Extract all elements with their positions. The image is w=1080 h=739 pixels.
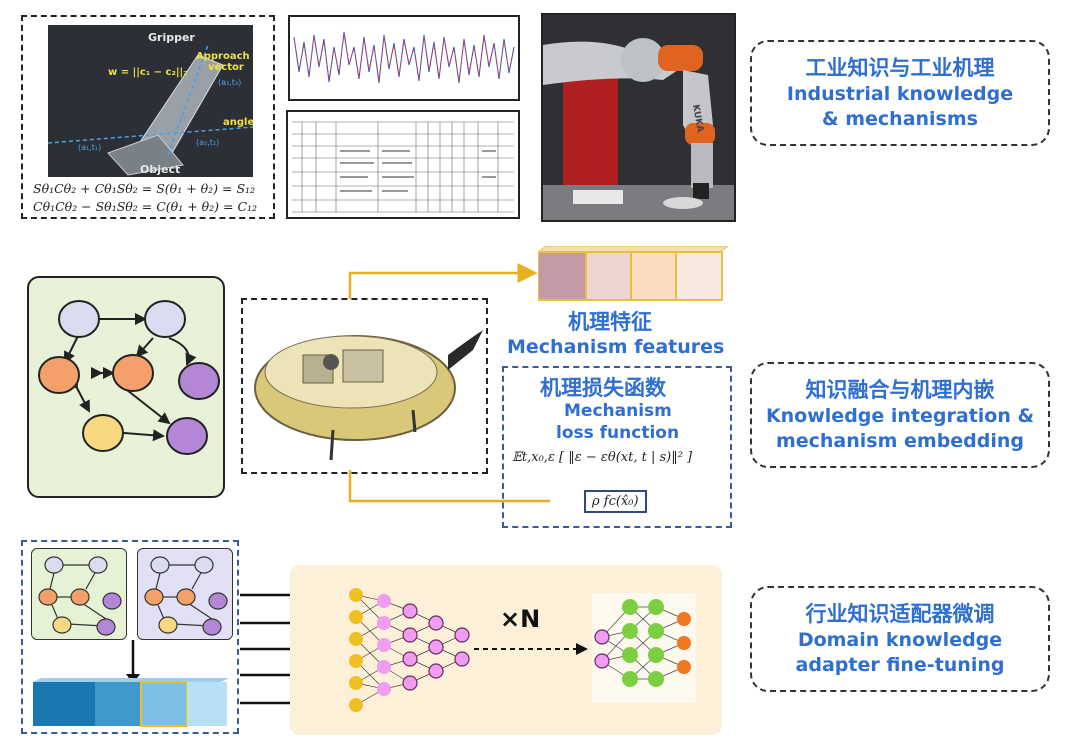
knowledge-integration-label: 知识融合与机理内嵌 Knowledge integration & mechan… [750, 362, 1050, 468]
w-label: w = ||c₁ − c₂||₂ [108, 67, 188, 78]
adapter-input-panel [21, 540, 239, 734]
loss-function-en-1: Mechanism [564, 401, 672, 421]
submarine-model-panel [241, 298, 488, 474]
industrial-knowledge-label: 工业知识与工业机理 Industrial knowledge & mechani… [750, 40, 1050, 146]
axis-label-3: (a₃,t₃) [218, 78, 241, 87]
knowledge-integration-en-1: Knowledge integration & [765, 405, 1035, 427]
time-series-sketch [293, 31, 515, 84]
finetune-network-panel: ×N [290, 565, 722, 735]
axis-label-2: (a₂,t₂) [196, 138, 219, 147]
loss-function-en-2: loss function [556, 423, 680, 443]
knowledge-integration-zh: 知识融合与机理内嵌 [805, 378, 995, 402]
vector-label: vector [208, 62, 244, 73]
mechanism-features-zh: 机理特征 [568, 310, 652, 334]
loss-function-zh: 机理损失函数 [540, 376, 666, 400]
graph-node-7 [166, 417, 208, 455]
graph-node-3 [38, 356, 80, 394]
feature-block-1 [538, 251, 587, 301]
industrial-knowledge-zh: 工业知识与工业机理 [805, 56, 995, 80]
neural-network-diagram: ×N [349, 588, 696, 712]
graph-node-1 [58, 300, 100, 338]
axis-label-1: (a₁,t₁) [78, 143, 101, 152]
graph-node-5 [178, 362, 220, 400]
feature-block-3 [630, 251, 677, 301]
graph-node-2 [144, 300, 186, 338]
adapter-finetune-en-1: Domain knowledge [797, 629, 1003, 651]
loss-function-box: 机理损失函数 Mechanism loss function 𝔼t,x₀,ε [… [502, 366, 732, 528]
submarine-sketch [254, 330, 483, 461]
rho-formula: ρ fc(x̂₀) [584, 490, 647, 513]
gripper-diagram-panel: Gripper Approach vector w = ||c₁ − c₂||₂… [21, 15, 275, 219]
multiplier-label: ×N [500, 605, 540, 633]
trig-equation-2: Cθ₁Cθ₂ − Sθ₁Sθ₂ = C(θ₁ + θ₂) = C₁₂ [33, 199, 258, 214]
approach-label: Approach [196, 51, 250, 62]
adapter-finetune-en-2: adapter fine-tuning [795, 654, 1005, 676]
robot-arm-sketch: KUKA [543, 15, 734, 220]
industrial-knowledge-en-1: Industrial knowledge [786, 83, 1014, 105]
embedding-block-2 [95, 682, 141, 726]
embedding-block-4 [187, 682, 227, 726]
data-table-thumbnail [286, 110, 520, 219]
knowledge-graph-panel [27, 276, 225, 498]
gripper-image: Gripper Approach vector w = ||c₁ − c₂||₂… [48, 25, 253, 177]
table-sketch [292, 121, 514, 213]
mini-graph-2 [137, 548, 233, 640]
graph-node-4 [112, 354, 154, 392]
mini-graph-1 [31, 548, 127, 640]
flow-arrows [348, 263, 550, 503]
adapter-finetune-label: 行业知识适配器微调 Domain knowledge adapter fine-… [750, 586, 1050, 692]
mechanism-features-en: Mechanism features [507, 336, 725, 358]
gripper-sketch: Gripper Approach vector w = ||c₁ − c₂||₂… [48, 31, 253, 176]
embedding-block-1 [33, 682, 95, 726]
feature-block-2 [585, 251, 632, 301]
gripper-label: Gripper [148, 31, 195, 44]
loss-formula: 𝔼t,x₀,ε [ ‖ε − εθ(xt, t | s)‖² ] [512, 450, 693, 465]
embedding-blocks [33, 678, 229, 727]
graph-node-6 [82, 414, 124, 452]
robot-arm-photo: KUKA [541, 13, 736, 222]
feature-blocks [538, 246, 729, 301]
embedding-block-3 [140, 681, 188, 727]
time-series-thumbnail [288, 15, 520, 101]
object-label: Object [140, 163, 180, 176]
knowledge-graph [38, 300, 220, 455]
industrial-knowledge-en-2: & mechanisms [822, 108, 978, 130]
knowledge-integration-en-2: mechanism embedding [775, 430, 1025, 452]
adapter-finetune-zh: 行业知识适配器微调 [805, 602, 995, 626]
angle-label: angle [223, 117, 253, 128]
feature-block-4 [675, 251, 723, 301]
robot-brand-label: KUKA [690, 104, 705, 133]
trig-equation-1: Sθ₁Cθ₂ + Cθ₁Sθ₂ = S(θ₁ + θ₂) = S₁₂ [33, 181, 256, 196]
